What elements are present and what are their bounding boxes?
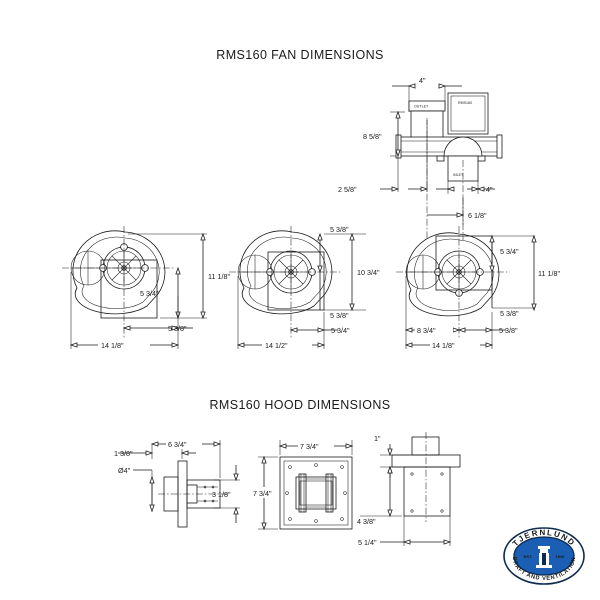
dim-hood-duct-diameter: Ø4"	[118, 466, 131, 475]
hood-view-side: 6 3/4" 1 3/8" Ø4" 3 1/8"	[114, 438, 240, 528]
dim-right-overall-height: 11 1/8"	[538, 269, 560, 278]
dim-mid-bottom-offset: 5 3/8"	[330, 311, 349, 320]
dim-left-overall-width: 14 1/8"	[101, 341, 124, 350]
label-inlet: INLET	[453, 173, 464, 177]
label-model: RMS160	[458, 101, 472, 105]
dim-hood-front-height: 7 3/4"	[253, 489, 272, 498]
logo-chimney-icon	[536, 546, 552, 568]
fan-view-left: 11 1/8" 5 3/4" 5 3/8" 14 1/8"	[62, 226, 230, 351]
dim-right-bottom-offset: 5 3/8"	[500, 309, 519, 318]
fan-section-title: RMS160 FAN DIMENSIONS	[216, 48, 384, 62]
dim-height-to-outlet: 8 5/8"	[363, 132, 382, 141]
hood-section-title: RMS160 HOOD DIMENSIONS	[209, 398, 391, 412]
dim-left-overall-height: 11 1/8"	[208, 272, 230, 281]
logo-est-label: EST.	[524, 554, 532, 559]
fan-assembly-elevation-view: 4" OUTLET RMS160 INLET	[338, 76, 503, 240]
dim-hood-body-height: 3 1/8"	[212, 490, 231, 499]
fan-view-right: 5 3/4" 11 1/8" 5 3/8" 8 3/4" 5 3/8"	[396, 226, 560, 351]
dim-outlet-width: 4"	[419, 76, 426, 85]
label-outlet: OUTLET	[414, 105, 429, 109]
logo-est-year: 1936	[556, 554, 566, 559]
dim-hood-end-body-height: 4 3/8"	[357, 517, 376, 526]
dim-left-center-height: 5 3/4"	[140, 289, 159, 298]
dim-hood-front-width: 7 3/4"	[300, 442, 319, 451]
dim-hood-depth: 6 3/4"	[168, 440, 187, 449]
dim-mid-top-offset: 5 3/8"	[330, 225, 349, 234]
hood-view-end: 1" 4 3/8" 5 1/4"	[357, 432, 461, 547]
tjernlund-logo: TJERNLUND DRAFT AND VENTILATION EST. 193…	[502, 526, 586, 586]
dim-right-left-offset: 8 3/4"	[417, 326, 436, 335]
fan-view-middle: 5 3/8" 10 3/4" 5 3/8" 5 3/4" 14 1/2"	[229, 225, 380, 351]
dim-mid-overall-width: 14 1/2"	[265, 341, 288, 350]
dim-right-top-center: 5 3/4"	[500, 247, 519, 256]
hood-view-front: 7 3/4" 7 3/4"	[252, 440, 354, 531]
dim-inlet-offset: 6 1/8"	[468, 211, 487, 220]
dim-mid-overall-height: 10 3/4"	[357, 268, 380, 277]
dim-offset-left: 2 5/8"	[338, 185, 357, 194]
dim-hood-end-body-width: 5 1/4"	[358, 538, 377, 547]
dim-inlet-width: 4"	[486, 185, 493, 194]
dim-right-right-offset: 5 3/8"	[499, 326, 518, 335]
dim-mid-center-offset: 5 3/4"	[331, 326, 350, 335]
dim-left-motor-offset: 5 3/8"	[168, 324, 187, 333]
dim-hood-end-top-thickness: 1"	[374, 434, 381, 443]
dim-right-overall-width: 14 1/8"	[432, 341, 455, 350]
dim-hood-flange-thickness: 1 3/8"	[114, 449, 133, 458]
